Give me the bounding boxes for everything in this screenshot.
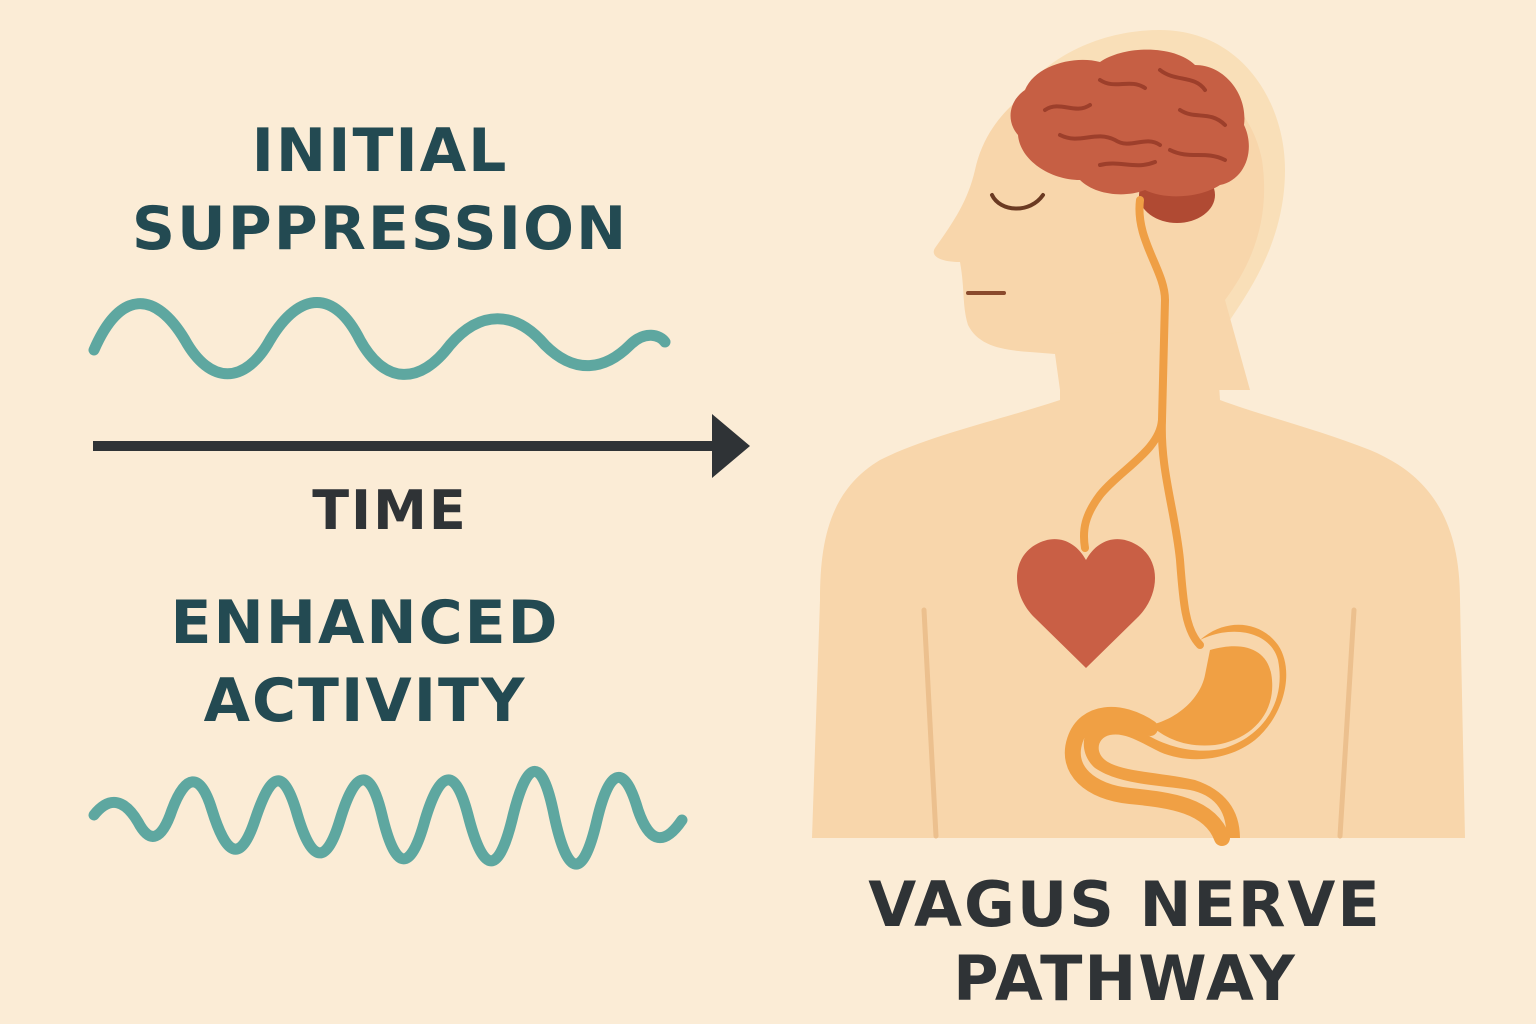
vagus-nerve-pathway-label: VAGUS NERVE PATHWAY xyxy=(860,868,1390,1016)
enhanced-wave xyxy=(88,766,688,870)
initial-suppression-line2: SUPPRESSION xyxy=(131,194,629,264)
brain-icon xyxy=(1010,49,1249,223)
initial-suppression-label: INITIAL SUPPRESSION xyxy=(130,112,630,268)
suppression-wave xyxy=(88,297,671,380)
enhanced-activity-line1: ENHANCED xyxy=(170,588,560,658)
right-arm-line xyxy=(1337,607,1357,839)
time-arrow-icon xyxy=(93,414,750,478)
stomach-icon xyxy=(1064,624,1287,846)
left-arm-line xyxy=(921,607,939,839)
vagus-nerve xyxy=(1079,196,1170,552)
heart-icon xyxy=(1016,539,1156,668)
vagus-nerve-branch xyxy=(1157,416,1204,649)
vagus-nerve-pathway-line2: PATHWAY xyxy=(953,942,1297,1015)
enhanced-activity-label: ENHANCED ACTIVITY xyxy=(130,584,600,740)
initial-suppression-line1: INITIAL xyxy=(251,116,509,186)
enhanced-activity-line2: ACTIVITY xyxy=(203,666,527,736)
closed-eye-icon xyxy=(990,193,1045,211)
time-label: TIME xyxy=(312,479,468,542)
vagus-nerve-pathway-line1: VAGUS NERVE xyxy=(868,868,1382,941)
